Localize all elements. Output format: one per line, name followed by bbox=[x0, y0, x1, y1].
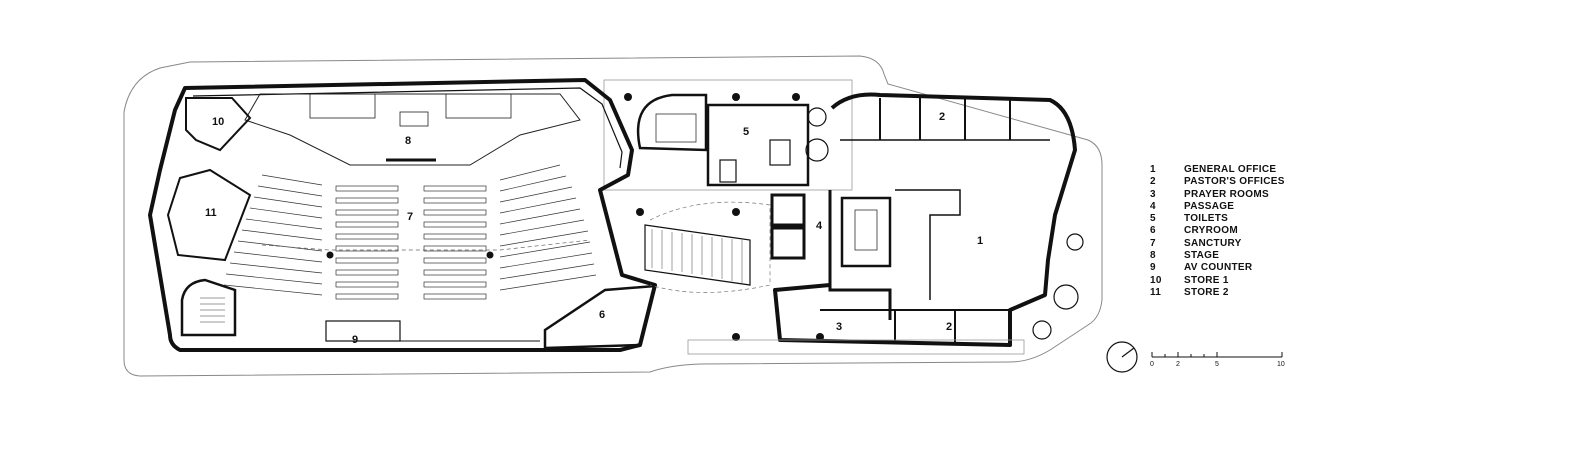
legend-row: 11 STORE 2 bbox=[1150, 287, 1285, 299]
column bbox=[486, 251, 494, 259]
passage-dashed bbox=[649, 201, 771, 293]
room-label-5: 5 bbox=[743, 126, 749, 138]
legend-name: TOILETS bbox=[1184, 213, 1229, 225]
scale-bar bbox=[1151, 352, 1283, 358]
legend-row: 5 TOILETS bbox=[1150, 213, 1285, 225]
legend-name: PRAYER ROOMS bbox=[1184, 188, 1269, 200]
stage-screen-right bbox=[445, 93, 512, 119]
room-label-6: 6 bbox=[599, 309, 605, 321]
ramp bbox=[644, 224, 751, 286]
room-label-2-south: 2 bbox=[946, 321, 952, 333]
stair-east-inner bbox=[854, 209, 878, 251]
general-office-inner-wall bbox=[895, 189, 961, 300]
terrace-outline bbox=[603, 79, 853, 191]
legend-name: STAGE bbox=[1184, 250, 1220, 262]
legend-name: PASSAGE bbox=[1184, 200, 1235, 212]
site-boundary bbox=[123, 55, 1103, 377]
seating-right bbox=[499, 164, 597, 291]
room-label-7: 7 bbox=[407, 211, 413, 223]
legend-name: SANCTURY bbox=[1184, 237, 1242, 249]
legend: 1 GENERAL OFFICE 2 PASTOR'S OFFICES 3 PRAYE… bbox=[1150, 164, 1285, 299]
legend-num: 4 bbox=[1150, 200, 1156, 212]
stair-north-inner bbox=[655, 113, 697, 143]
sanctuary-wall bbox=[148, 78, 657, 352]
legend-num: 8 bbox=[1150, 250, 1156, 262]
legend-num: 10 bbox=[1150, 274, 1162, 286]
columns bbox=[624, 93, 824, 341]
legend-num: 1 bbox=[1150, 164, 1156, 175]
legend-num: 3 bbox=[1150, 188, 1156, 200]
aisle-dashed bbox=[261, 239, 591, 251]
stage-outline bbox=[244, 93, 581, 166]
legend-num: 9 bbox=[1150, 262, 1156, 274]
legend-row: 10 STORE 1 bbox=[1150, 275, 1285, 287]
legend-name: PASTOR'S OFFICES bbox=[1184, 176, 1285, 188]
office-wing-wall bbox=[773, 92, 1077, 347]
store-2-wall bbox=[166, 168, 252, 262]
cryroom-wall bbox=[543, 284, 657, 350]
legend-row: 7 SANCTURY bbox=[1150, 238, 1285, 250]
legend-num: 2 bbox=[1150, 176, 1156, 188]
sanctuary-inner-wall bbox=[192, 87, 623, 169]
legend-row: 3 PRAYER ROOMS bbox=[1150, 189, 1285, 201]
office-partitions bbox=[879, 98, 1011, 140]
legend-name: CRYROOM bbox=[1184, 225, 1238, 237]
room-label-2-north: 2 bbox=[939, 111, 945, 123]
stair-treads-southwest bbox=[200, 297, 225, 323]
room-label-4: 4 bbox=[816, 220, 823, 232]
legend-row: 9 AV COUNTER bbox=[1150, 262, 1285, 274]
room-label-1: 1 bbox=[977, 235, 983, 247]
seating-center bbox=[335, 185, 487, 300]
scale-tick-10: 10 bbox=[1277, 361, 1285, 368]
legend-row: 6 CRYROOM bbox=[1150, 225, 1285, 237]
legend-name: GENERAL OFFICE bbox=[1184, 164, 1277, 175]
legend-row: 8 STAGE bbox=[1150, 250, 1285, 262]
legend-row: 1 GENERAL OFFICE bbox=[1150, 164, 1285, 176]
ramp-lines bbox=[651, 229, 743, 283]
stair-north bbox=[636, 93, 708, 152]
room-label-11: 11 bbox=[205, 207, 217, 219]
core-block bbox=[770, 193, 806, 227]
legend-row: 4 PASSAGE bbox=[1150, 201, 1285, 213]
legend-num: 5 bbox=[1150, 213, 1156, 225]
stage-screen-left bbox=[309, 93, 376, 119]
east-terrace bbox=[687, 339, 1025, 355]
stage-platform bbox=[399, 111, 429, 127]
scale-tick-2: 2 bbox=[1176, 361, 1180, 368]
planters bbox=[805, 107, 1084, 340]
room-label-8: 8 bbox=[405, 135, 411, 147]
legend-num: 11 bbox=[1150, 286, 1162, 298]
legend-name: STORE 2 bbox=[1184, 286, 1229, 298]
legend-name: AV COUNTER bbox=[1184, 262, 1253, 274]
room-label-3: 3 bbox=[836, 321, 842, 333]
toilets-wall bbox=[706, 103, 810, 187]
toilet-stall bbox=[769, 139, 791, 166]
passage-wall bbox=[828, 190, 892, 320]
legend-row: 2 PASTOR'S OFFICES bbox=[1150, 176, 1285, 188]
legend-num: 6 bbox=[1150, 225, 1156, 237]
scale-tick-5: 5 bbox=[1215, 361, 1219, 368]
av-counter bbox=[325, 320, 401, 342]
seating-left bbox=[223, 174, 323, 296]
legend-num: 7 bbox=[1150, 237, 1156, 249]
north-arrow bbox=[1106, 341, 1138, 373]
room-label-10: 10 bbox=[212, 116, 224, 128]
store-1-wall bbox=[185, 97, 252, 152]
legend-name: STORE 1 bbox=[1184, 274, 1229, 286]
room-label-9: 9 bbox=[352, 334, 358, 346]
toilet-stall bbox=[719, 159, 737, 183]
column bbox=[326, 251, 334, 259]
south-partitions bbox=[820, 309, 1010, 342]
stair-southwest bbox=[180, 278, 237, 337]
core-block bbox=[770, 226, 806, 260]
scale-tick-0: 0 bbox=[1150, 361, 1154, 368]
stair-east bbox=[840, 196, 892, 268]
